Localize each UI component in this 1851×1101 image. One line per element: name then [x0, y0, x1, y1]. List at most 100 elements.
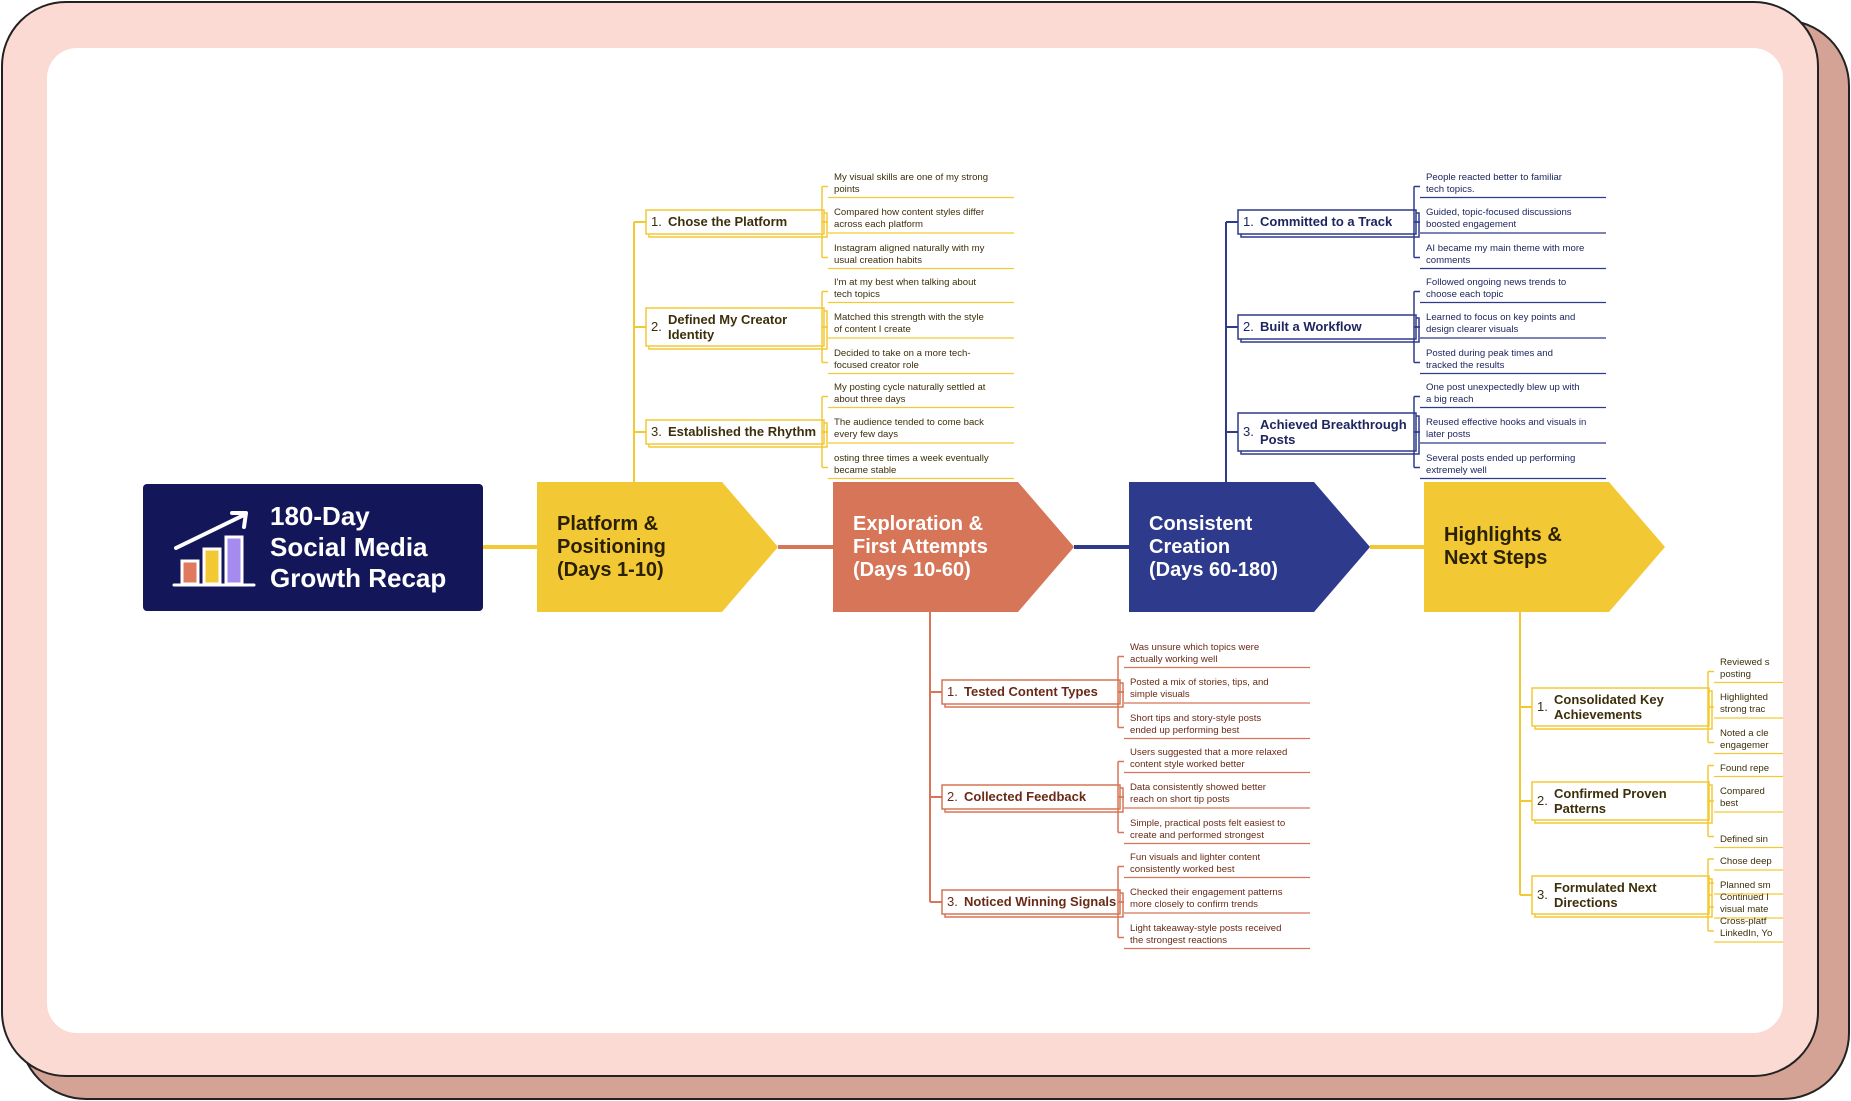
leaf-text: Cross-platf — [1720, 916, 1767, 927]
leaf-text: every few days — [834, 429, 898, 440]
subtopic-box — [1531, 781, 1710, 821]
root-title-line: 180-Day — [270, 501, 370, 531]
leaf-text: Noted a cle — [1720, 727, 1769, 739]
stage-title-line: Creation — [1149, 535, 1231, 558]
leaf-text: Learned to focus on key points and — [1426, 312, 1576, 323]
subtopic-number: 2. — [1537, 793, 1548, 808]
leaf-text: more closely to confirm trends — [1130, 899, 1258, 910]
leaf-text: Found repe — [1720, 762, 1770, 774]
leaf-text: I'm at my best when talking about — [834, 276, 977, 288]
stage-node — [833, 482, 1074, 612]
leaf-text: AI became my main theme with more — [1426, 242, 1585, 254]
leaf-text: People reacted better to familiar — [1426, 171, 1562, 183]
leaf-text: choose each topic — [1426, 288, 1504, 300]
subtopic-label: Directions — [1554, 895, 1618, 910]
subtopic-box — [645, 419, 825, 445]
stage-node — [1129, 482, 1370, 612]
leaf-text: Reviewed s — [1720, 656, 1770, 668]
stage-title-line: Next Steps — [1444, 547, 1548, 569]
leaf-text: became stable — [834, 464, 897, 476]
subtopic-label: Patterns — [1554, 801, 1607, 816]
stage-title-line: (Days 10-60) — [853, 558, 971, 581]
subtopic-label: Identity — [668, 327, 715, 342]
subtopic-label: Established the Rhythm — [668, 424, 817, 439]
leaf-text: Light takeaway-style posts received — [1130, 922, 1282, 934]
subtopic-box — [645, 209, 825, 235]
stage-node — [537, 482, 778, 612]
subtopic-box — [1237, 314, 1417, 340]
leaf-text: Compared how content styles differ — [834, 207, 985, 218]
leaf-text: strong trac — [1720, 704, 1766, 715]
leaf-text: Instagram aligned naturally with my — [834, 242, 985, 254]
leaf-text: Highlighted — [1720, 692, 1769, 703]
leaf-text: Followed ongoing news trends to — [1426, 276, 1567, 288]
leaf-text: The audience tended to come back — [834, 417, 984, 428]
root-title-line: Growth Recap — [270, 563, 447, 593]
leaf-text: My posting cycle naturally settled at — [834, 381, 986, 393]
bar-chart-growth-icon — [230, 511, 248, 529]
subtopic-number: 3. — [1537, 887, 1548, 902]
leaf-text: Matched this strength with the style — [834, 312, 984, 323]
subtopic-box — [1531, 875, 1710, 915]
stage-title-line: Positioning — [557, 535, 666, 558]
subtopic-number: 1. — [1537, 699, 1548, 714]
leaf-text: One post unexpectedly blew up with — [1426, 381, 1580, 393]
subtopic-label: Confirmed Proven — [1554, 786, 1667, 801]
leaf-text: usual creation habits — [834, 254, 922, 266]
leaf-text: Data consistently showed better — [1130, 782, 1266, 793]
leaf-text: Several posts ended up performing — [1426, 452, 1576, 464]
leaf-text: LinkedIn, Yo — [1720, 928, 1773, 939]
leaf-text: extremely well — [1426, 464, 1487, 476]
leaf-text: actually working well — [1130, 653, 1218, 665]
leaf-text: osting three times a week eventually — [834, 452, 989, 464]
leaf-text: Posted during peak times and — [1426, 347, 1553, 359]
leaf-text: Continued l — [1720, 892, 1769, 903]
subtopic-label: Consolidated Key — [1554, 692, 1664, 707]
leaf-text: My visual skills are one of my strong — [834, 171, 989, 183]
root-title-line: Social Media — [270, 532, 428, 562]
subtopic-number: 1. — [1243, 214, 1254, 229]
subtopic-label: Tested Content Types — [964, 684, 1098, 699]
stage-title-line: (Days 1-10) — [557, 558, 664, 581]
leaf-text: tracked the results — [1426, 359, 1505, 371]
leaf-text: Reused effective hooks and visuals in — [1426, 417, 1587, 428]
stage-title-line: First Attempts — [853, 535, 988, 558]
leaf-text: best — [1720, 798, 1739, 809]
subtopic-number: 2. — [1243, 319, 1254, 334]
bar-chart-growth-icon — [180, 559, 200, 586]
stage-title-line: Exploration & — [853, 512, 984, 535]
subtopic-box — [941, 889, 1121, 915]
stage-title-line: (Days 60-180) — [1149, 558, 1278, 581]
subtopic-box — [645, 307, 825, 347]
stage-node — [1424, 482, 1665, 612]
subtopic-number: 3. — [1243, 424, 1254, 439]
leaf-text: Defined sin — [1720, 833, 1768, 845]
subtopic-number: 3. — [947, 894, 958, 909]
subtopic-label: Defined My Creator — [668, 312, 788, 327]
subtopic-label: Achieved Breakthrough — [1260, 417, 1407, 432]
leaf-text: engagemer — [1720, 739, 1769, 751]
leaf-text: later posts — [1426, 429, 1471, 440]
leaf-text: Decided to take on a more tech- — [834, 347, 971, 359]
subtopic-label: Formulated Next — [1554, 880, 1657, 895]
stage-title-line: Platform & — [557, 512, 659, 535]
leaf-text: Checked their engagement patterns — [1130, 887, 1283, 898]
subtopic-label: Committed to a Track — [1260, 214, 1393, 229]
subtopic-box — [1531, 687, 1710, 727]
leaf-text: Planned sm — [1720, 880, 1771, 891]
leaf-text: Simple, practical posts felt easiest to — [1130, 817, 1286, 829]
leaf-text: consistently worked best — [1130, 863, 1235, 875]
leaf-text: Fun visuals and lighter content — [1130, 851, 1261, 863]
subtopic-label: Noticed Winning Signals — [964, 894, 1117, 909]
bar-chart-growth-icon — [224, 535, 244, 586]
leaf-text: Was unsure which topics were — [1130, 641, 1260, 653]
subtopic-number: 1. — [651, 214, 662, 229]
subtopic-number: 2. — [947, 789, 958, 804]
leaf-text: across each platform — [834, 219, 924, 230]
leaf-text: simple visuals — [1130, 689, 1190, 700]
leaf-text: the strongest reactions — [1130, 934, 1228, 946]
stage-title-line: Consistent — [1149, 512, 1253, 535]
subtopic-box — [1237, 209, 1417, 235]
